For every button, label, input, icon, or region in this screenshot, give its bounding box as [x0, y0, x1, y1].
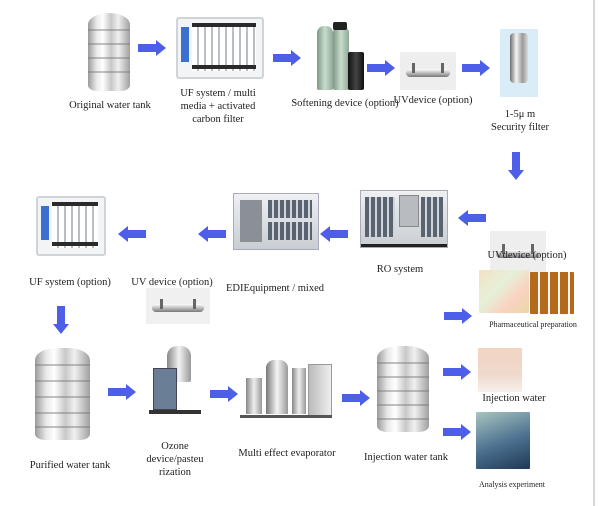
label-line: Security filter	[490, 122, 550, 133]
uv-device-3-icon	[146, 288, 210, 324]
arrow-left-2	[320, 226, 348, 242]
label-line: carbon filter	[192, 114, 244, 125]
arrow-right-2	[273, 50, 301, 66]
label-multi-effect-evaporator: Multi effect evaporator	[238, 448, 336, 459]
label-uv-device-3: UV device (option)	[131, 277, 213, 288]
label-ro-system: RO system	[376, 264, 424, 275]
arrow-right-3	[367, 60, 395, 76]
security-filter-icon	[500, 29, 538, 97]
label-injection-water: Injection water	[482, 393, 546, 404]
uf-multimedia-icon	[176, 17, 264, 79]
label-analysis-experiment: Analysis experiment	[479, 480, 545, 489]
label-ozone-device: Ozone device/pasteu rization	[140, 440, 210, 479]
injection-water-photo	[478, 348, 522, 392]
label-uf-system: UF system (option)	[29, 277, 111, 288]
arrow-right-4	[462, 60, 490, 76]
label-uv-device-1: UVdevice (option)	[393, 95, 473, 106]
arrow-to-injection-water	[443, 364, 471, 380]
arrow-to-analysis	[443, 424, 471, 440]
ro-system-icon	[360, 190, 448, 248]
label-line: device/pasteu	[146, 454, 204, 465]
edi-equipment-icon	[233, 193, 319, 250]
ozone-device-icon	[145, 346, 205, 420]
multi-effect-evaporator-icon	[240, 358, 332, 418]
arrow-right-6	[210, 386, 238, 402]
label-uv-device-2: UVdevice (option)	[487, 250, 567, 261]
arrow-left-1	[458, 210, 486, 226]
label-pharmaceutical-preparation: Pharmaceutical preparation	[489, 320, 577, 329]
uv-device-2-icon	[490, 231, 546, 273]
label-line: 1-5μ m	[504, 109, 536, 120]
purified-water-tank-icon	[35, 348, 90, 440]
label-original-water-tank: Original water tank	[69, 100, 151, 111]
right-border	[593, 0, 595, 506]
softening-device-icon	[313, 22, 364, 94]
arrow-left-3	[198, 226, 226, 242]
label-line: rization	[158, 467, 192, 478]
pharmaceutical-medicine-photo	[479, 270, 529, 313]
label-security-filter: 1-5μ m Security filter	[480, 108, 560, 134]
uv-device-1-icon	[400, 52, 456, 90]
arrow-right-1	[138, 40, 166, 56]
medicine-bottles-photo	[530, 272, 574, 314]
original-water-tank-icon	[88, 13, 130, 91]
arrow-right-7	[342, 390, 370, 406]
arrow-to-pharmaceutical	[444, 308, 472, 324]
uf-system-icon	[36, 196, 106, 256]
injection-water-tank-icon	[377, 346, 429, 432]
label-line: media + activated	[180, 101, 256, 112]
label-line: UF system / multi	[180, 88, 256, 99]
label-softening-device: Softening device (option)	[291, 98, 399, 109]
analysis-experiment-photo	[476, 412, 530, 469]
arrow-down-2	[53, 306, 69, 334]
label-purified-water-tank: Purified water tank	[29, 460, 111, 471]
arrow-down-1	[508, 152, 524, 180]
label-edi-equipment: EDIEquipment / mixed	[226, 283, 324, 294]
label-uf-multimedia: UF system / multi media + activated carb…	[168, 87, 268, 126]
label-injection-water-tank: Injection water tank	[364, 452, 448, 463]
arrow-right-5	[108, 384, 136, 400]
arrow-left-4	[118, 226, 146, 242]
label-line: Ozone	[161, 441, 189, 452]
